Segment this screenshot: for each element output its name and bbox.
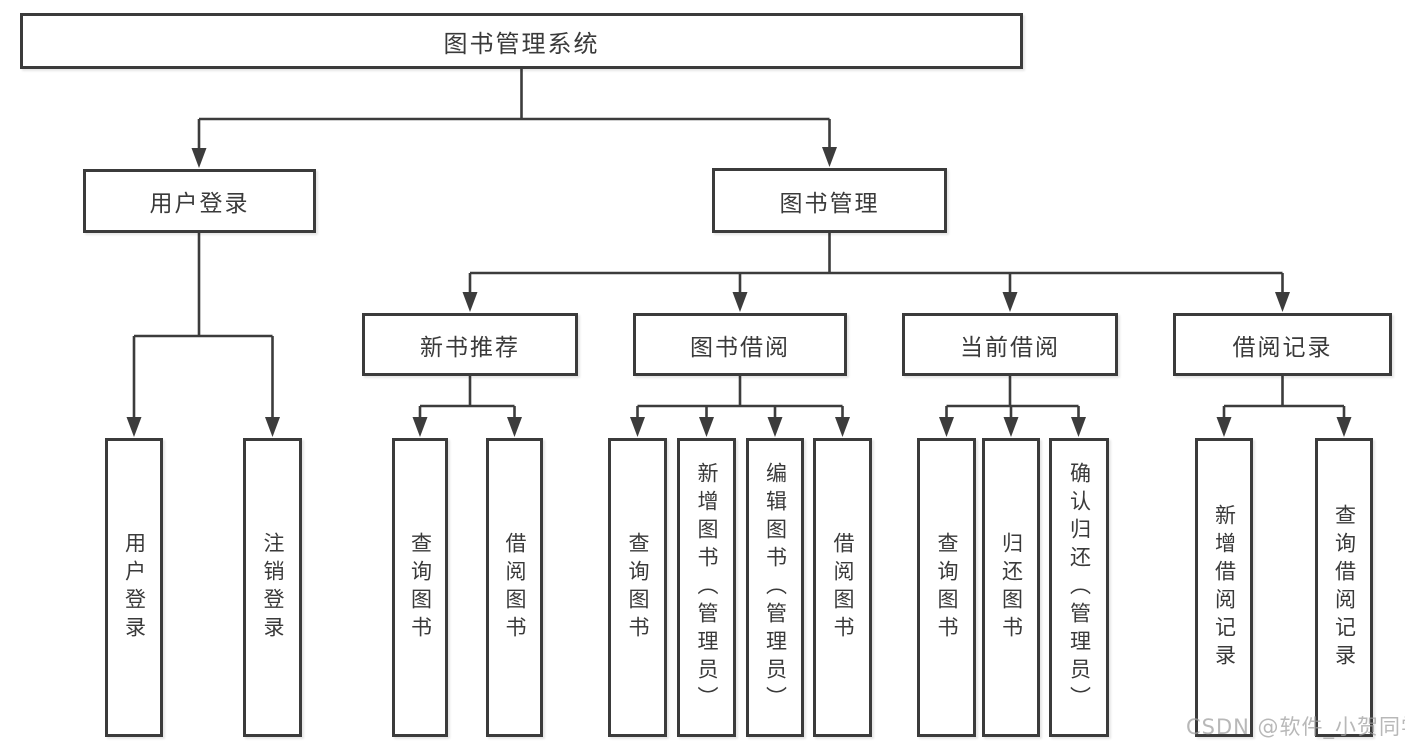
node-borrowing-records: 借阅记录 [1173, 313, 1392, 376]
leaf-user-login: 用户登录 [105, 438, 163, 737]
leaf-logout: 注销登录 [243, 438, 302, 737]
node-user-login: 用户登录 [83, 169, 316, 233]
leaf-add-borrow-record: 新增借阅记录 [1195, 438, 1253, 737]
leaf-add-books-admin: 新增图书（管理员） [677, 438, 736, 737]
leaf-return-books: 归还图书 [982, 438, 1040, 737]
node-book-management: 图书管理 [712, 168, 947, 233]
csdn-watermark: CSDN @软件_小贺同学 [1186, 715, 1405, 739]
leaf-borrow-books-recommend: 借阅图书 [486, 438, 543, 737]
node-root-system: 图书管理系统 [20, 13, 1023, 69]
leaf-query-books-current: 查询图书 [917, 438, 976, 737]
leaf-edit-books-admin: 编辑图书（管理员） [746, 438, 804, 737]
leaf-confirm-return-admin: 确认归还（管理员） [1049, 438, 1109, 737]
node-new-book-recommendation: 新书推荐 [362, 313, 578, 376]
node-book-borrowing: 图书借阅 [633, 313, 847, 376]
leaf-query-books-recommend: 查询图书 [392, 438, 448, 737]
leaf-query-books-borrowing: 查询图书 [608, 438, 667, 737]
leaf-borrow-books: 借阅图书 [813, 438, 872, 737]
leaf-query-borrow-record: 查询借阅记录 [1315, 438, 1373, 737]
node-current-borrowing: 当前借阅 [902, 313, 1118, 376]
